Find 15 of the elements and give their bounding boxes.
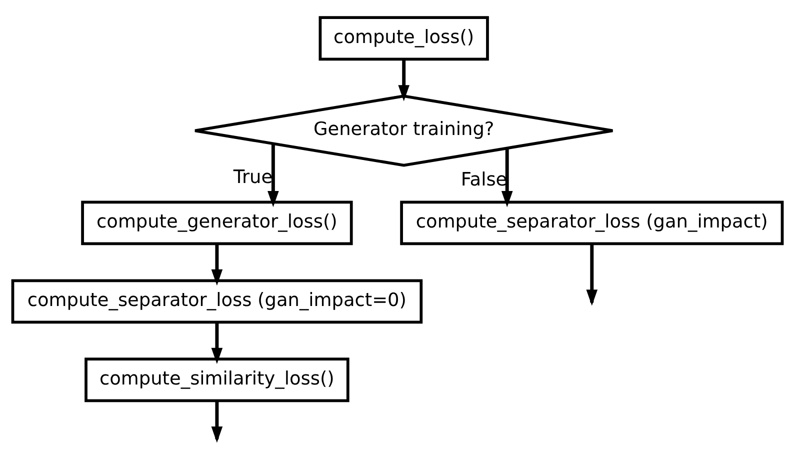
- arrow: [211, 322, 223, 364]
- edge-label: True: [233, 166, 273, 188]
- arrow: [211, 400, 223, 442]
- arrow: [501, 148, 513, 207]
- node-box: compute_loss(): [318, 16, 489, 60]
- arrow: [211, 244, 223, 286]
- arrow: [268, 143, 279, 207]
- node-box: compute_separator_loss (gan_impact): [400, 200, 784, 245]
- node-diamond: Generator training?: [194, 94, 614, 166]
- arrow: [398, 58, 410, 101]
- node-box: compute_similarity_loss(): [84, 357, 350, 402]
- edge-label: False: [460, 168, 508, 190]
- node-box: compute_generator_loss(): [81, 200, 353, 245]
- arrow: [586, 244, 598, 306]
- node-box: compute_separator_loss (gan_impact=0): [11, 278, 423, 324]
